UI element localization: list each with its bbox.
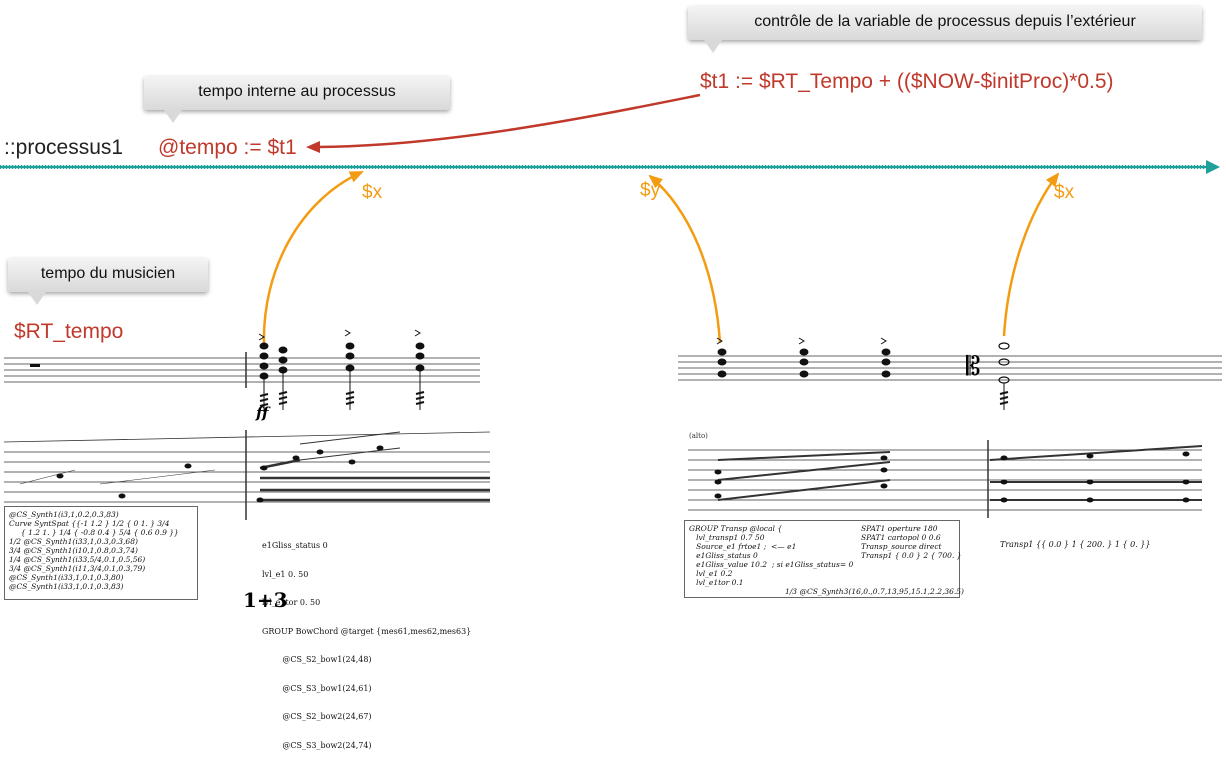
callout-musician-tempo: tempo du musicien [8, 258, 208, 305]
callout-external-control: contrôle de la variable de processus dep… [688, 6, 1202, 53]
code-transp-right: SPAT1 operture 180 SPAT1 cartopol 0 0.6 … [861, 524, 962, 560]
code-line: GROUP BowChord @target {mes61,mes62,mes6… [262, 626, 472, 636]
measure-number: 1+3 [243, 588, 288, 612]
code-line: e1Gliss_status 0 [689, 551, 758, 560]
var-y: $y [640, 180, 661, 201]
code-line: e1Gliss_value 10.2 ; si e1Gliss_status= … [689, 560, 854, 569]
code-line: Transp1 { 0.0 } 2 { 700. } [861, 551, 962, 560]
y-arrow [648, 174, 722, 344]
chord-group-left [258, 329, 425, 412]
left-score-staff-top [4, 352, 480, 388]
code-line: @CS_Synth1(i33,1,0.1,0.3,80) [9, 573, 124, 582]
callout-external-control-text: contrôle de la variable de processus dep… [754, 13, 1136, 30]
code-line: lvl_e1tor 0. 50 [262, 598, 321, 607]
code-line: 3/4 @CS_Synth1(i10,1,0.8,0.3,74) [9, 546, 138, 555]
callout-internal-tempo-text: tempo interne au processus [198, 83, 396, 100]
var-x-left: $x [362, 182, 383, 203]
code-box-synth: @CS_Synth1(i3,1,0.2,0.3,83) Curve SyntSp… [4, 506, 198, 600]
code-line: lvl_e1 0. 50 [262, 569, 309, 579]
code-line: lvl_transp1 0.7 50 [689, 533, 765, 542]
diagram-canvas [0, 93, 1222, 520]
code-line: @CS_S2_bow1(24,48) [262, 655, 372, 664]
callout-internal-tempo: tempo interne au processus [144, 76, 450, 123]
code-line: @CS_Synth1(i33,1,0.1,0.3,83) [9, 582, 124, 591]
code-box-transp: GROUP Transp @local { lvl_transp1 0.7 50… [684, 520, 964, 598]
transp-note: Transp1 {{ 0.0 } 1 { 200. } 1 { 0. }} [1000, 540, 1151, 549]
right-score-staff-bottom [688, 440, 1203, 518]
left-score-notes [56, 445, 384, 503]
alto-label: (alto) [689, 432, 708, 440]
code-block-bowchord: e1Gliss_status 0 lvl_e1 0. 50 lvl_e1tor … [262, 522, 471, 760]
code-line: e1Gliss_status 0 [262, 541, 328, 550]
code-line: SPAT1 operture 180 [861, 524, 938, 533]
process-label: ::processus1 [4, 136, 124, 159]
tempo-assignment: @tempo := $t1 [158, 136, 297, 159]
chord-group-right [716, 337, 1010, 410]
code-line: { 1.2 1. } 1/4 { -0.8 0.4 } 5/4 { 0.6 0.… [9, 528, 179, 537]
code-line: GROUP Transp @local { [689, 524, 783, 533]
dynamic-marking: ff [256, 404, 269, 422]
code-line: 3/4 @CS_Synth1(i11,3/4,0.1,0.3,79) [9, 564, 146, 573]
right-score-staff-top [678, 355, 1222, 381]
code-line: @CS_S3_bow2(24,74) [262, 740, 372, 750]
alto-clef-icon: 𝄡 [966, 352, 981, 382]
code-line: 1/3 @CS_Synth3(16,0.,0.7,13,95,15.1,2.2,… [785, 587, 964, 596]
whole-rest [30, 364, 40, 367]
left-score-staff-bottom [3, 430, 491, 520]
callout-musician-tempo-text: tempo du musicien [40, 265, 176, 282]
code-line: @CS_Synth1(i3,1,0.2,0.3,83) [9, 510, 119, 519]
code-line: Curve SyntSpat {{-1 1.2 } 1/2 { 0 1. } 3… [9, 519, 170, 528]
code-line: 1/4 @CS_Synth1(i33,5/4,0.1,0.5,56) [9, 555, 146, 564]
code-line: Transp_source direct [861, 542, 942, 551]
code-line: Source_e1 frtoe1 ; <— e1 [689, 542, 797, 551]
code-line: SPAT1 cartopol 0 0.6 [861, 533, 941, 542]
var-x-right: $x [1054, 182, 1075, 203]
x-arrow-right [1002, 172, 1060, 337]
t1-formula: $t1 := $RT_Tempo + (($NOW-$initProc)*0.5… [700, 70, 1114, 93]
code-line: 1/2 @CS_Synth1(i33,1,0.3,0.3,68) [9, 537, 138, 546]
code-transp-left: GROUP Transp @local { lvl_transp1 0.7 50… [689, 524, 853, 587]
rt-tempo-label: $RT_tempo [14, 320, 124, 343]
code-line: lvl_e1tor 0.1 [689, 578, 744, 587]
code-line: @CS_S2_bow2(24,67) [262, 712, 372, 721]
control-arrow [306, 93, 701, 153]
code-line: lvl_e1 0.2 [689, 569, 733, 578]
code-line: @CS_S3_bow1(24,61) [262, 683, 372, 693]
right-score-notes [714, 451, 1190, 503]
x-arrow-left [262, 170, 364, 346]
